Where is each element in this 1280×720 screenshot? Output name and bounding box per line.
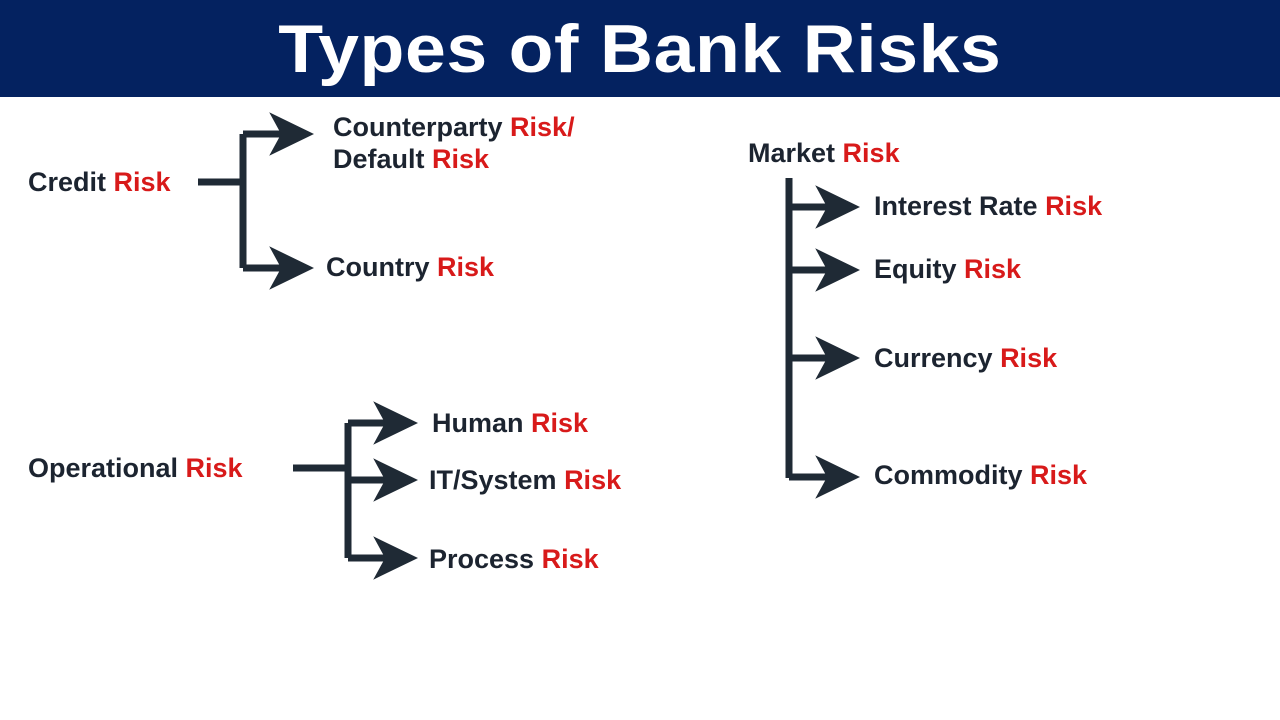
node-human-risk[interactable]: Human Risk xyxy=(432,408,588,440)
credit-connector xyxy=(198,112,315,290)
node-market-risk[interactable]: Market Risk xyxy=(748,138,900,170)
equity-text-red: Risk xyxy=(964,254,1022,284)
page-title: Types of Bank Risks xyxy=(278,10,1002,87)
process-text-red: Risk xyxy=(541,544,599,574)
interest-rate-text-red: Risk xyxy=(1045,191,1103,221)
market-connector xyxy=(785,178,861,499)
currency-text-black: Currency xyxy=(874,343,1001,373)
it-system-text-black: IT/System xyxy=(429,465,565,495)
node-credit-risk-label-red: Risk xyxy=(113,167,171,197)
node-operational-risk-label-red: Risk xyxy=(185,453,243,483)
counterparty-text-black: Counterparty xyxy=(333,112,511,142)
it-system-text-red: Risk xyxy=(564,465,622,495)
node-operational-risk-label-black: Operational xyxy=(28,453,186,483)
risk-tree-diagram: Credit Risk Counterparty Risk/ Default R… xyxy=(0,97,1280,720)
process-text-black: Process xyxy=(429,544,542,574)
node-process-risk[interactable]: Process Risk xyxy=(429,544,599,576)
default-text-black: Default xyxy=(333,143,433,174)
interest-rate-text-black: Interest Rate xyxy=(874,191,1046,221)
node-commodity-risk[interactable]: Commodity Risk xyxy=(874,460,1087,492)
human-text-black: Human xyxy=(432,408,532,438)
node-country-risk[interactable]: Country Risk xyxy=(326,252,494,284)
currency-text-red: Risk xyxy=(1000,343,1058,373)
node-counterparty-risk-line1: Counterparty Risk/ xyxy=(333,112,575,144)
node-market-risk-label-black: Market xyxy=(748,138,843,168)
node-interest-rate-risk[interactable]: Interest Rate Risk xyxy=(874,191,1102,223)
commodity-text-red: Risk xyxy=(1030,460,1088,490)
node-it-system-risk[interactable]: IT/System Risk xyxy=(429,465,621,497)
node-operational-risk[interactable]: Operational Risk xyxy=(28,453,243,485)
node-default-risk-line2: Default Risk xyxy=(333,144,575,176)
default-text-red: Risk xyxy=(432,143,490,174)
node-counterparty-default-risk[interactable]: Counterparty Risk/ Default Risk xyxy=(333,112,575,176)
node-credit-risk-label-black: Credit xyxy=(28,167,114,197)
title-banner: Types of Bank Risks xyxy=(0,0,1280,97)
node-market-risk-label-red: Risk xyxy=(842,138,900,168)
commodity-text-black: Commodity xyxy=(874,460,1031,490)
country-text-red: Risk xyxy=(437,252,495,282)
node-credit-risk[interactable]: Credit Risk xyxy=(28,167,171,199)
country-text-black: Country xyxy=(326,252,437,282)
node-currency-risk[interactable]: Currency Risk xyxy=(874,343,1057,375)
equity-text-black: Equity xyxy=(874,254,965,284)
human-text-red: Risk xyxy=(531,408,589,438)
operational-connector xyxy=(293,401,419,580)
counterparty-text-red: Risk/ xyxy=(510,112,575,142)
node-equity-risk[interactable]: Equity Risk xyxy=(874,254,1021,286)
